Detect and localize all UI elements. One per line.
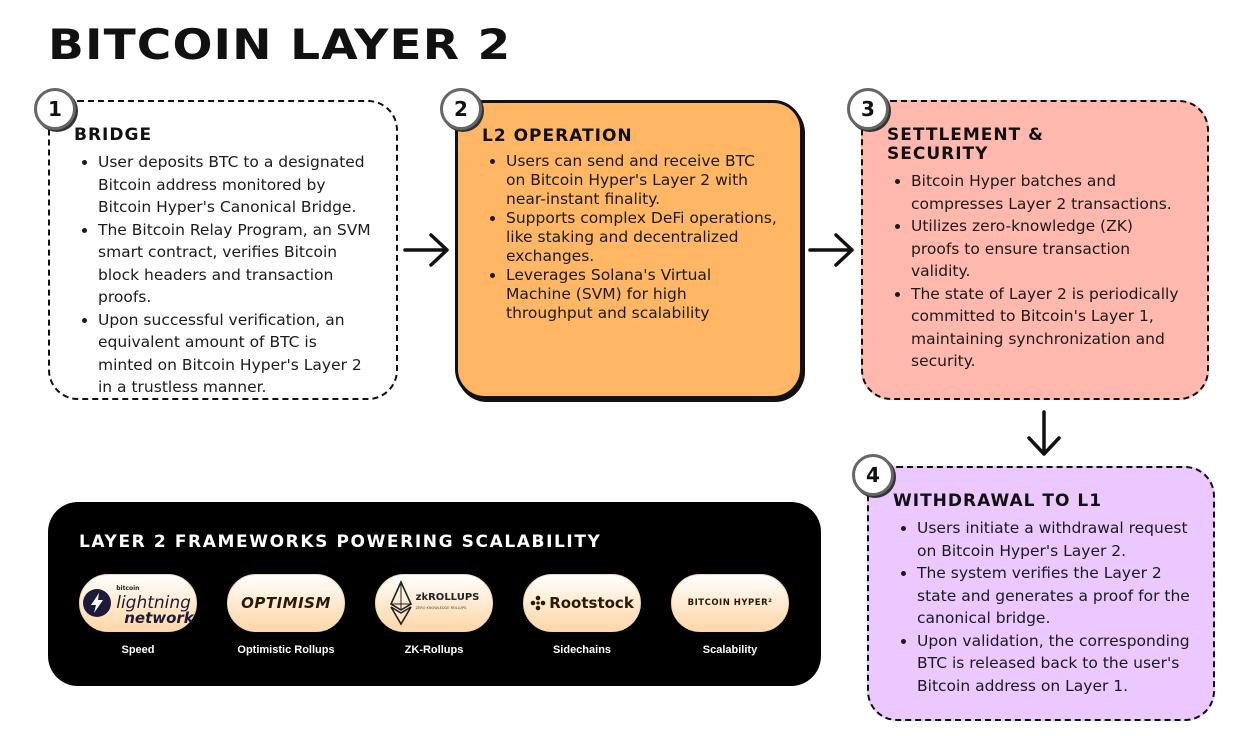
step-number-badge: 3 [847,88,889,130]
step-card-l2-operation: L2 OPERATION Users can send and receive … [455,100,803,399]
framework-label: Optimistic Rollups [237,644,335,656]
optimism-logo: OPTIMISM [227,574,345,632]
framework-optimism: OPTIMISM Optimistic Rollups [227,574,345,656]
list-item: Users can send and receive BTC on Bitcoi… [506,152,778,209]
framework-label: ZK-Rollups [404,644,464,656]
framework-label: Sidechains [552,644,612,656]
list-item: Utilizes zero-knowledge (ZK) proofs to e… [911,215,1185,283]
frameworks-heading: LAYER 2 FRAMEWORKS POWERING SCALABILITY [79,532,602,552]
list-item: The Bitcoin Relay Program, an SVM smart … [98,219,374,309]
logo-text: zkROLLUPS [415,592,480,603]
step-heading: SETTLEMENT & SECURITY [887,125,1044,164]
logo-text: Rootstock [549,594,634,612]
rootstock-flower-icon [530,595,546,611]
arrow-right-icon [403,233,449,267]
logo-text: lightning [116,592,191,613]
framework-lightning: bitcoin lightning network Speed [79,574,197,656]
zkrollups-logo: zkROLLUPS ZERO KNOWLEDGE ROLLUPS [375,574,493,632]
framework-label: Speed [121,644,155,656]
bitcoin-hyper-logo: BITCOIN HYPER² [671,574,789,632]
logo-text: BITCOIN HYPER² [687,598,773,608]
step-number-badge: 1 [34,88,76,130]
list-item: The state of Layer 2 is periodically com… [911,283,1185,373]
list-item: Supports complex DeFi operations, like s… [506,209,778,266]
step-number-badge: 2 [440,88,482,130]
step-card-bridge: BRIDGE User deposits BTC to a designated… [48,100,398,400]
list-item: User deposits BTC to a designated Bitcoi… [98,151,374,219]
framework-bitcoin-hyper: BITCOIN HYPER² Scalability [671,574,789,656]
step-heading: L2 OPERATION [482,126,633,146]
page-title: BITCOIN LAYER 2 [48,20,512,69]
list-item: Leverages Solana's Virtual Machine (SVM)… [506,266,778,323]
step-card-withdrawal: WITHDRAWAL TO L1 Users initiate a withdr… [867,466,1215,721]
step-heading: BRIDGE [74,125,153,145]
list-item: Upon successful verification, an equival… [98,309,374,399]
lightning-network-logo: bitcoin lightning network [79,574,197,632]
framework-zkrollups: zkROLLUPS ZERO KNOWLEDGE ROLLUPS ZK-Roll… [375,574,493,656]
logo-small-text: bitcoin [116,584,140,592]
step-heading: WITHDRAWAL TO L1 [893,491,1103,511]
framework-rootstock: Rootstock Sidechains [523,574,641,656]
step-card-settlement-security: SETTLEMENT & SECURITY Bitcoin Hyper batc… [861,100,1209,400]
list-item: The system verifies the Layer 2 state an… [917,562,1191,630]
framework-label: Scalability [702,644,758,656]
list-item: Users initiate a withdrawal request on B… [917,517,1191,562]
rootstock-logo: Rootstock [523,574,641,632]
list-item: Bitcoin Hyper batches and compresses Lay… [911,170,1185,215]
logo-text: network [124,608,194,627]
step-number-badge: 4 [852,454,894,496]
step-bullets: Bitcoin Hyper batches and compresses Lay… [887,170,1185,373]
frameworks-panel: LAYER 2 FRAMEWORKS POWERING SCALABILITY … [48,502,821,686]
logo-text: OPTIMISM [241,594,331,612]
list-item: Upon validation, the corresponding BTC i… [917,630,1191,698]
arrow-right-icon [808,233,854,267]
step-bullets: User deposits BTC to a designated Bitcoi… [74,151,374,399]
logo-subtext: ZERO KNOWLEDGE ROLLUPS [415,606,467,610]
arrow-down-icon [1027,410,1061,456]
step-bullets: Users can send and receive BTC on Bitcoi… [482,152,778,323]
lightning-bolt-icon [83,589,112,617]
ethereum-diamond-icon [389,580,412,626]
step-bullets: Users initiate a withdrawal request on B… [893,517,1191,697]
